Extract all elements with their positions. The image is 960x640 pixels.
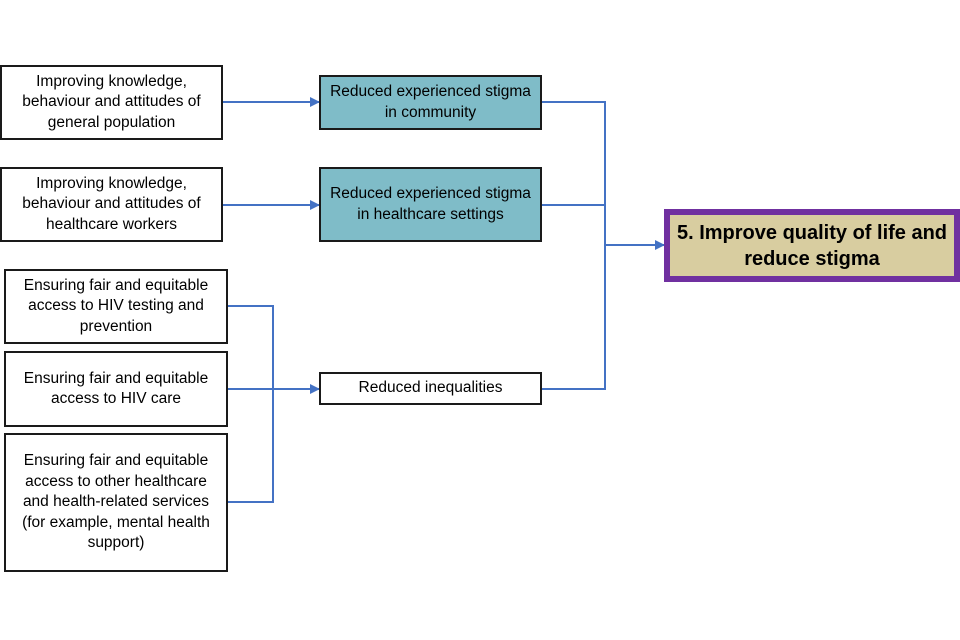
input-label: Ensuring fair and equitable access to HI… — [23, 276, 209, 335]
bracket-outcomes — [542, 101, 606, 390]
outcome-label: Reduced experienced stigma in community — [330, 83, 531, 121]
goal-box: 5. Improve quality of life and reduce st… — [664, 209, 960, 282]
input-other-services-access: Ensuring fair and equitable access to ot… — [4, 433, 228, 572]
input-label: Ensuring fair and equitable access to ot… — [22, 452, 210, 552]
input-hiv-testing-access: Ensuring fair and equitable access to HI… — [4, 269, 228, 344]
input-label: Ensuring fair and equitable access to HI… — [23, 369, 209, 408]
input-label: Improving knowledge, behaviour and attit… — [22, 174, 201, 233]
outcome-reduced-inequalities: Reduced inequalities — [319, 372, 542, 405]
input-hiv-care-access: Ensuring fair and equitable access to HI… — [4, 351, 228, 427]
outcome-label: Reduced experienced stigma in healthcare… — [330, 185, 531, 223]
bracket-access-inputs — [228, 305, 274, 503]
goal-label: 5. Improve quality of life and reduce st… — [676, 221, 948, 270]
outcome-stigma-community: Reduced experienced stigma in community — [319, 75, 542, 130]
input-general-population: Improving knowledge, behaviour and attit… — [0, 65, 223, 140]
outcome-label: Reduced inequalities — [358, 379, 503, 397]
outcome-stigma-healthcare: Reduced experienced stigma in healthcare… — [319, 167, 542, 242]
input-label: Improving knowledge, behaviour and attit… — [22, 72, 201, 131]
input-healthcare-workers: Improving knowledge, behaviour and attit… — [0, 167, 223, 242]
